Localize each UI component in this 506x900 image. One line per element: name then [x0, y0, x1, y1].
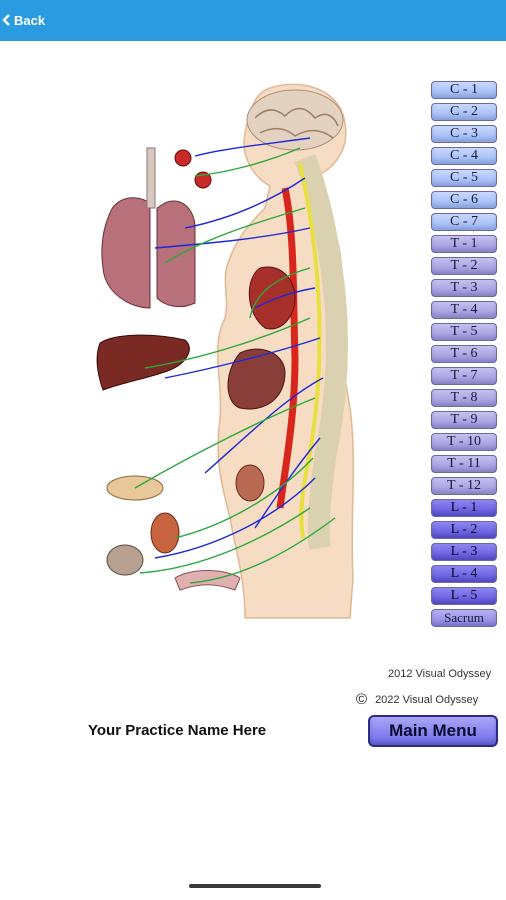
spine-level-button[interactable]: L - 3: [431, 543, 497, 561]
trachea: [146, 147, 156, 209]
home-indicator[interactable]: [189, 884, 321, 888]
spine-level-button[interactable]: T - 11: [431, 455, 497, 473]
heart: [248, 266, 296, 330]
spine-level-button[interactable]: C - 7: [431, 213, 497, 231]
copyright-icon: ©: [356, 691, 368, 708]
spine-level-button[interactable]: T - 10: [431, 433, 497, 451]
chevron-left-icon: [2, 14, 10, 26]
nerve-network-green: [134, 147, 336, 584]
liver: [96, 334, 190, 391]
intestine: [150, 512, 180, 554]
spine-level-button[interactable]: C - 6: [431, 191, 497, 209]
copyright-2022-text: 2022 Visual Odyssey: [375, 693, 479, 706]
main-menu-button[interactable]: Main Menu: [368, 715, 498, 747]
spine-level-button[interactable]: L - 5: [431, 587, 497, 605]
spine-level-button[interactable]: T - 4: [431, 301, 497, 319]
spine-level-button[interactable]: T - 12: [431, 477, 497, 495]
spine-level-button[interactable]: L - 2: [431, 521, 497, 539]
spine-level-button[interactable]: C - 3: [431, 125, 497, 143]
nervous-system-illustration: [95, 78, 395, 623]
spine-level-button[interactable]: T - 8: [431, 389, 497, 407]
eye-organ: [174, 149, 192, 167]
spine-level-button[interactable]: T - 1: [431, 235, 497, 253]
kidney: [235, 464, 265, 502]
spine-level-button[interactable]: T - 5: [431, 323, 497, 341]
top-bar: Back: [0, 0, 506, 41]
spine-level-list: C - 1 C - 2 C - 3 C - 4 C - 5 C - 6 C - 7 T - 1…: [431, 81, 497, 631]
stomach: [227, 348, 286, 410]
back-button[interactable]: Back: [2, 10, 45, 30]
spine-level-button[interactable]: T - 2: [431, 257, 497, 275]
practice-name: Your Practice Name Here: [88, 722, 267, 739]
spine-level-button[interactable]: L - 1: [431, 499, 497, 517]
spine-level-button[interactable]: C - 4: [431, 147, 497, 165]
spine-level-button[interactable]: T - 6: [431, 345, 497, 363]
spine-level-button[interactable]: C - 2: [431, 103, 497, 121]
spinal-column: [294, 154, 348, 550]
spine-level-button[interactable]: L - 4: [431, 565, 497, 583]
spine-level-button[interactable]: Sacrum: [431, 609, 497, 627]
spine-level-button[interactable]: T - 9: [431, 411, 497, 429]
spine-level-button[interactable]: T - 3: [431, 279, 497, 297]
spine-level-button[interactable]: T - 7: [431, 367, 497, 385]
lungs: [101, 197, 196, 309]
spine-level-button[interactable]: C - 1: [431, 81, 497, 99]
brain: [246, 89, 344, 151]
copyright-2022: © 2022 Visual Odyssey: [356, 691, 478, 708]
spinal-cord: [298, 162, 322, 539]
aorta: [276, 187, 299, 509]
spine-level-button[interactable]: C - 5: [431, 169, 497, 187]
bladder: [106, 544, 144, 576]
copyright-2012: 2012 Visual Odyssey: [388, 668, 492, 680]
back-label: Back: [14, 12, 46, 28]
